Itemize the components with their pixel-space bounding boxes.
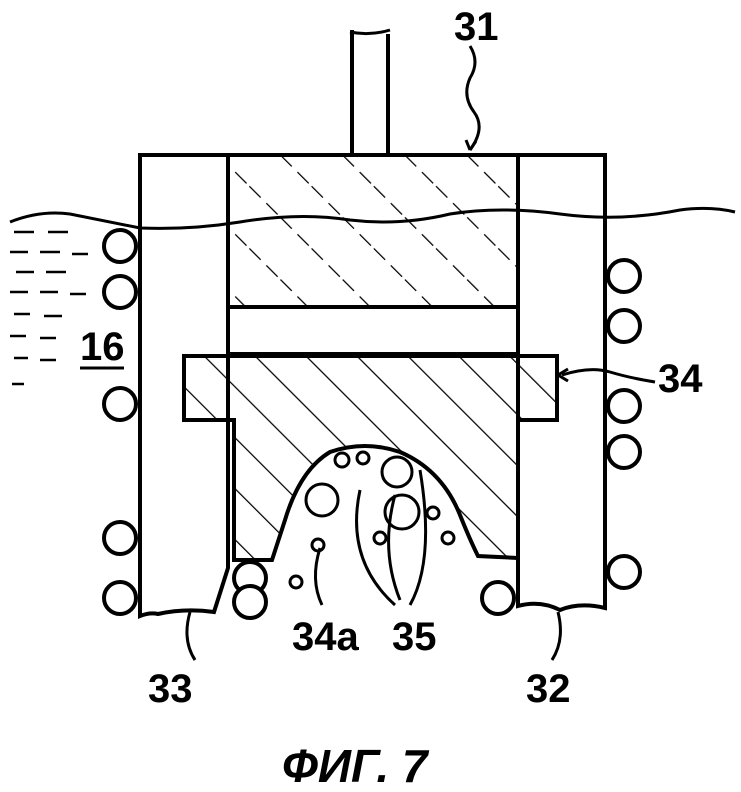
- label-16: 16: [80, 325, 125, 369]
- plunger-gap: [228, 307, 518, 354]
- label-31: 31: [454, 5, 499, 49]
- figure-caption: ФИГ. 7: [282, 740, 430, 792]
- label-34: 34: [658, 357, 703, 401]
- label-34a: 34a: [292, 615, 359, 659]
- label-35: 35: [392, 615, 437, 659]
- upper-plunger-block: [228, 155, 518, 307]
- label-32: 32: [526, 667, 571, 711]
- label-33: 33: [148, 667, 193, 711]
- rod: [350, 30, 390, 155]
- melt-hatching: [10, 232, 88, 384]
